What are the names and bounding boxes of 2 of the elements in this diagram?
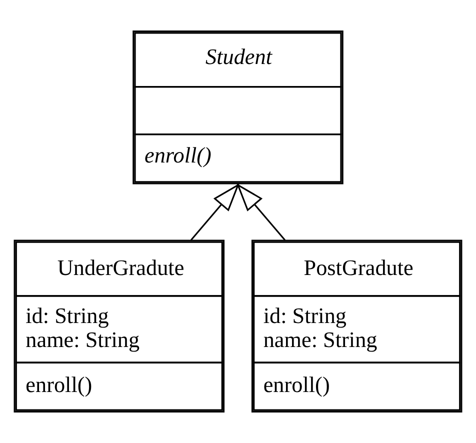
arrow [190,183,240,241]
arrow [236,183,286,241]
